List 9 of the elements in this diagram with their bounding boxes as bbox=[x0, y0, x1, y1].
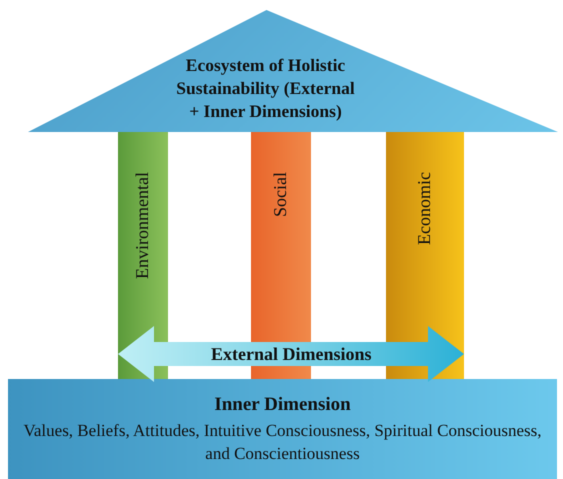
double-arrow bbox=[118, 326, 464, 382]
pillar-label: Economic bbox=[414, 172, 435, 245]
base-block bbox=[8, 379, 557, 479]
edge-label: External Dimensions bbox=[211, 343, 371, 365]
base-text: Values, Beliefs, Attitudes, Intuitive Consciousness, Spiritual Consciousness, and Conscientiousness bbox=[22, 420, 542, 465]
roof-title: Ecosystem of Holistic Sustainability (External + Inner Dimensions) bbox=[175, 54, 356, 123]
base-heading: Inner Dimension bbox=[213, 393, 352, 417]
pillar-label: Social bbox=[270, 172, 291, 217]
pillar-label: Environmental bbox=[132, 172, 153, 279]
